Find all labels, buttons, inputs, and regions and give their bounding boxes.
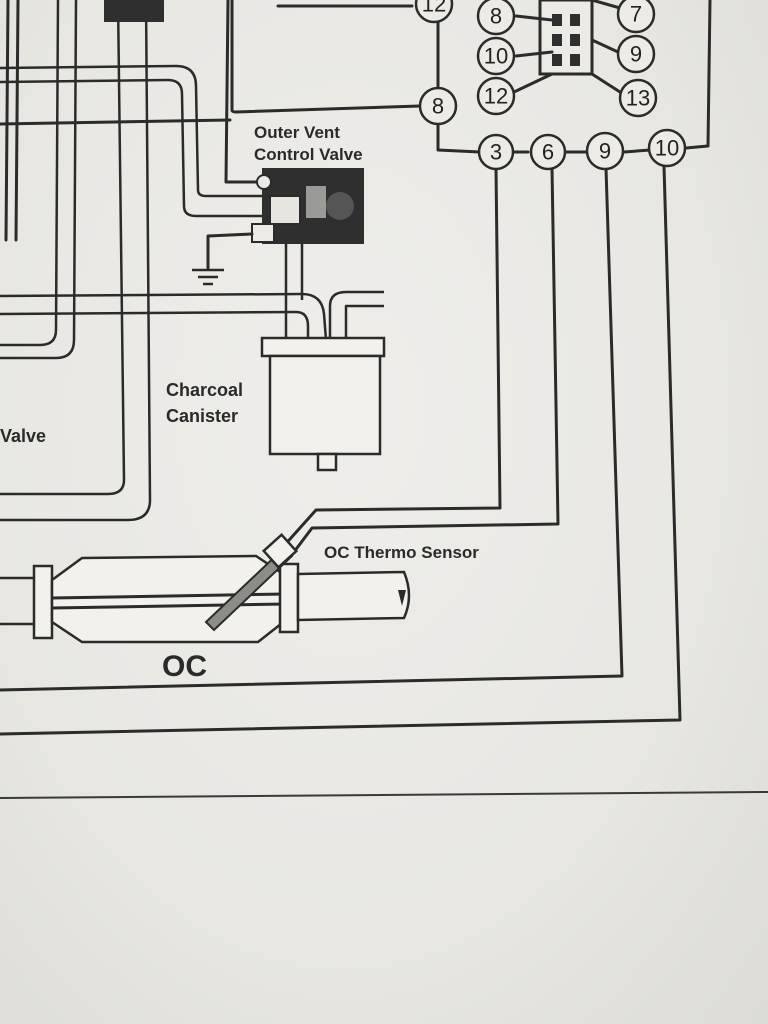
oc-thermo-sensor-label: OC Thermo Sensor xyxy=(324,543,479,562)
connector-pin-10: 10 xyxy=(476,36,516,76)
svg-text:10: 10 xyxy=(484,44,508,69)
svg-text:9: 9 xyxy=(630,42,642,67)
signal-wires xyxy=(0,164,682,736)
svg-text:10: 10 xyxy=(655,136,679,161)
charcoal-label-1: Charcoal xyxy=(166,380,243,400)
pin-12-top: 12 xyxy=(414,0,454,24)
connector-pin-12: 12 xyxy=(476,76,516,116)
connector-pin-13: 13 xyxy=(618,78,658,118)
outer-vent-control-valve xyxy=(192,168,364,286)
ground-icon xyxy=(192,268,224,286)
ecu-connector xyxy=(538,0,594,76)
connector-wiring xyxy=(224,0,712,184)
svg-text:13: 13 xyxy=(626,86,650,111)
pin-3: 3 xyxy=(477,133,515,171)
connector-pin-8: 8 xyxy=(476,0,516,36)
svg-text:12: 12 xyxy=(484,84,508,109)
pin-8-left: 8 xyxy=(418,86,458,126)
connector-pin-7: 7 xyxy=(616,0,656,34)
svg-text:3: 3 xyxy=(490,140,502,165)
connector-pin-9: 9 xyxy=(616,34,656,74)
outer-vent-label-2: Control Valve xyxy=(254,145,363,164)
page-divider-line xyxy=(0,791,768,799)
svg-text:9: 9 xyxy=(599,139,611,164)
left-vertical-lines xyxy=(0,0,164,522)
svg-text:8: 8 xyxy=(432,94,444,119)
valve-label: Valve xyxy=(0,426,46,446)
pin-6: 6 xyxy=(529,133,567,171)
outer-vent-label-1: Outer Vent xyxy=(254,123,340,142)
oc-label: OC xyxy=(162,650,207,683)
svg-text:12: 12 xyxy=(422,0,446,17)
pin-9: 9 xyxy=(585,131,625,171)
svg-text:7: 7 xyxy=(630,2,642,27)
oc-converter xyxy=(0,554,411,644)
charcoal-label-2: Canister xyxy=(166,406,238,426)
pin-10: 10 xyxy=(647,128,687,168)
svg-text:6: 6 xyxy=(542,140,554,165)
svg-text:8: 8 xyxy=(490,4,502,29)
charcoal-canister xyxy=(260,290,386,472)
oc-thermo-sensor xyxy=(204,533,299,632)
